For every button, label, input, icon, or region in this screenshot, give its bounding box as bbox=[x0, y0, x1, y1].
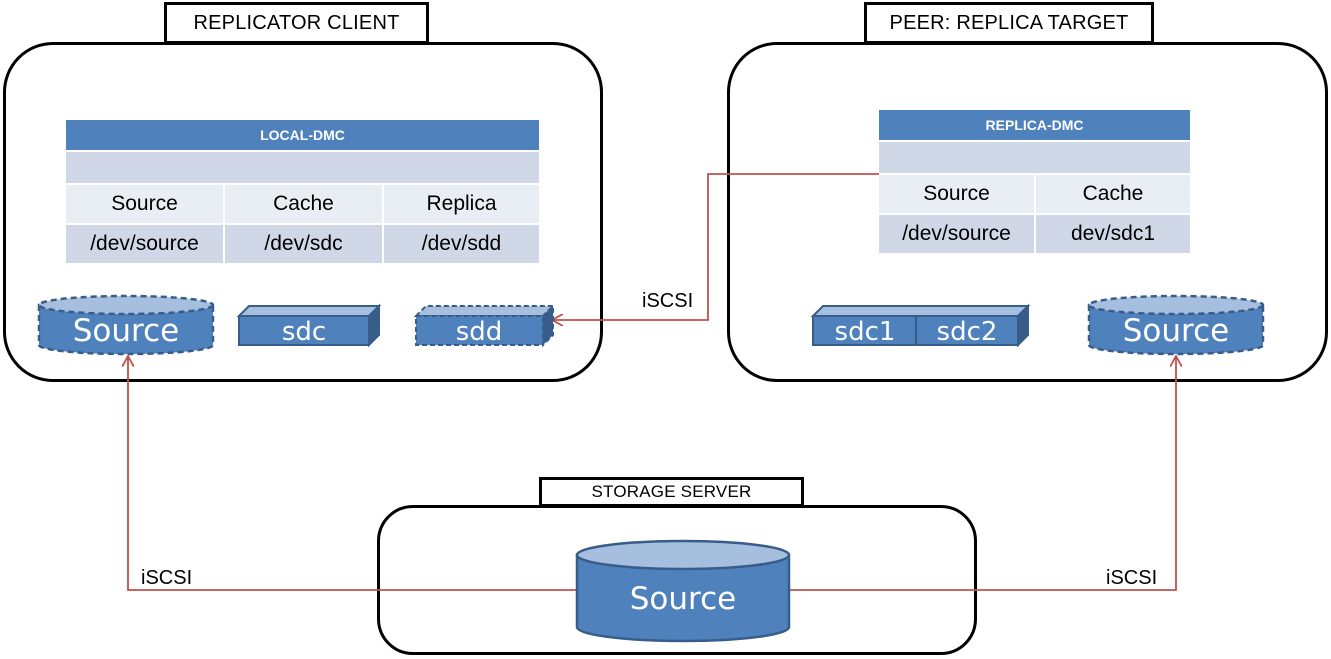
replica-dmc-val-source: /dev/source bbox=[879, 213, 1034, 253]
local-dmc-col-source: Source bbox=[66, 183, 223, 223]
client-sdd-label: sdd bbox=[456, 317, 503, 347]
client-source-disk: Source bbox=[37, 294, 215, 356]
peer-title: PEER: REPLICA TARGET bbox=[864, 2, 1154, 44]
local-dmc-blank-row bbox=[66, 150, 539, 183]
peer-sdc2-label: sdc2 bbox=[937, 317, 998, 347]
replica-dmc-blank-row bbox=[879, 140, 1190, 173]
local-dmc-table: LOCAL-DMC Source Cache Replica /dev/sour… bbox=[66, 120, 539, 263]
connector-peer-to-client bbox=[553, 173, 879, 320]
peer-source-label: Source bbox=[1123, 313, 1229, 349]
local-dmc-header: LOCAL-DMC bbox=[66, 120, 539, 150]
peer-source-disk: Source bbox=[1087, 294, 1265, 356]
local-dmc-val-cache: /dev/sdc bbox=[223, 223, 382, 263]
replica-dmc-table: REPLICA-DMC Source Cache /dev/source dev… bbox=[879, 110, 1190, 253]
iscsi-label-server-to-peer: iSCSI bbox=[1106, 567, 1158, 589]
iscsi-label-server-to-client: iSCSI bbox=[141, 567, 193, 589]
replicator-client-title: REPLICATOR CLIENT bbox=[164, 2, 429, 44]
local-dmc-val-source: /dev/source bbox=[66, 223, 223, 263]
server-source-label: Source bbox=[630, 581, 736, 617]
connector-server-to-peer bbox=[790, 357, 1176, 591]
replica-dmc-header: REPLICA-DMC bbox=[879, 110, 1190, 140]
iscsi-label-peer-to-client: iSCSI bbox=[642, 290, 694, 312]
local-dmc-col-cache: Cache bbox=[223, 183, 382, 223]
connector-server-to-client bbox=[128, 357, 577, 591]
peer-sdc1-sdc2-disk: sdc1 sdc2 bbox=[810, 303, 1031, 348]
replica-dmc-col-source: Source bbox=[879, 173, 1034, 213]
server-source-disk: Source bbox=[575, 539, 791, 643]
client-sdd-disk: sdd bbox=[413, 303, 556, 348]
client-source-label: Source bbox=[73, 313, 179, 349]
replica-dmc-col-cache: Cache bbox=[1034, 173, 1190, 213]
peer-sdc1-label: sdc1 bbox=[835, 317, 896, 347]
storage-server-title: STORAGE SERVER bbox=[539, 477, 804, 507]
client-sdc-disk: sdc bbox=[236, 303, 382, 348]
local-dmc-val-replica: /dev/sdd bbox=[382, 223, 539, 263]
client-sdc-label: sdc bbox=[282, 317, 326, 347]
replica-dmc-val-cache: dev/sdc1 bbox=[1034, 213, 1190, 253]
local-dmc-col-replica: Replica bbox=[382, 183, 539, 223]
